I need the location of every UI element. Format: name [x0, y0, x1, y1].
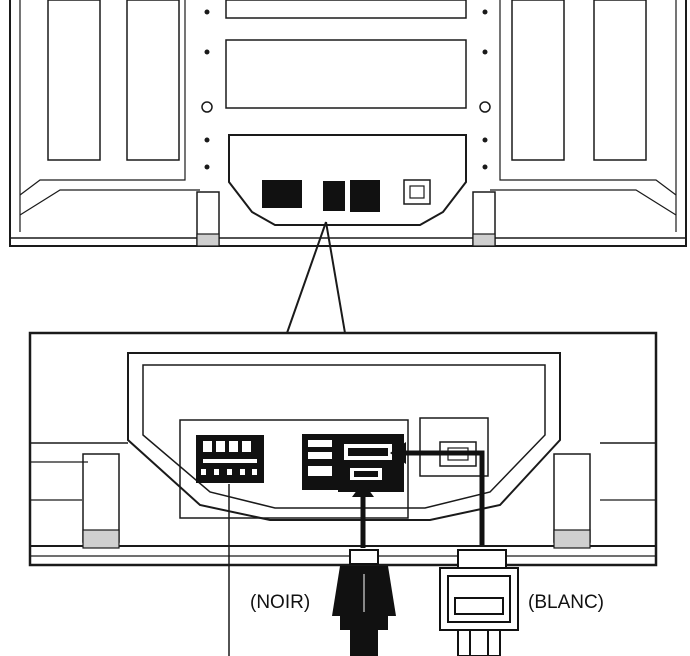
magnified-connector-panel	[28, 331, 658, 567]
black-cable	[332, 549, 396, 656]
ac-inlet-small	[403, 179, 431, 205]
zoom-callout	[286, 221, 346, 334]
display-housing	[9, 0, 687, 247]
display-rear-view	[9, 0, 687, 247]
connection-arrows	[352, 442, 485, 548]
stand-right	[553, 453, 591, 543]
black-cable-label: (NOIR)	[250, 592, 310, 613]
switch-small	[323, 181, 345, 211]
detail-frame	[28, 331, 658, 567]
white-cable	[439, 549, 519, 656]
input-connectors	[338, 434, 404, 492]
arrow-white-cable	[404, 450, 485, 545]
speaker-terminal-small	[262, 180, 302, 208]
input-connectors-small	[350, 180, 380, 212]
stand-left	[82, 453, 120, 543]
white-cable-label: (BLANC)	[528, 592, 604, 613]
